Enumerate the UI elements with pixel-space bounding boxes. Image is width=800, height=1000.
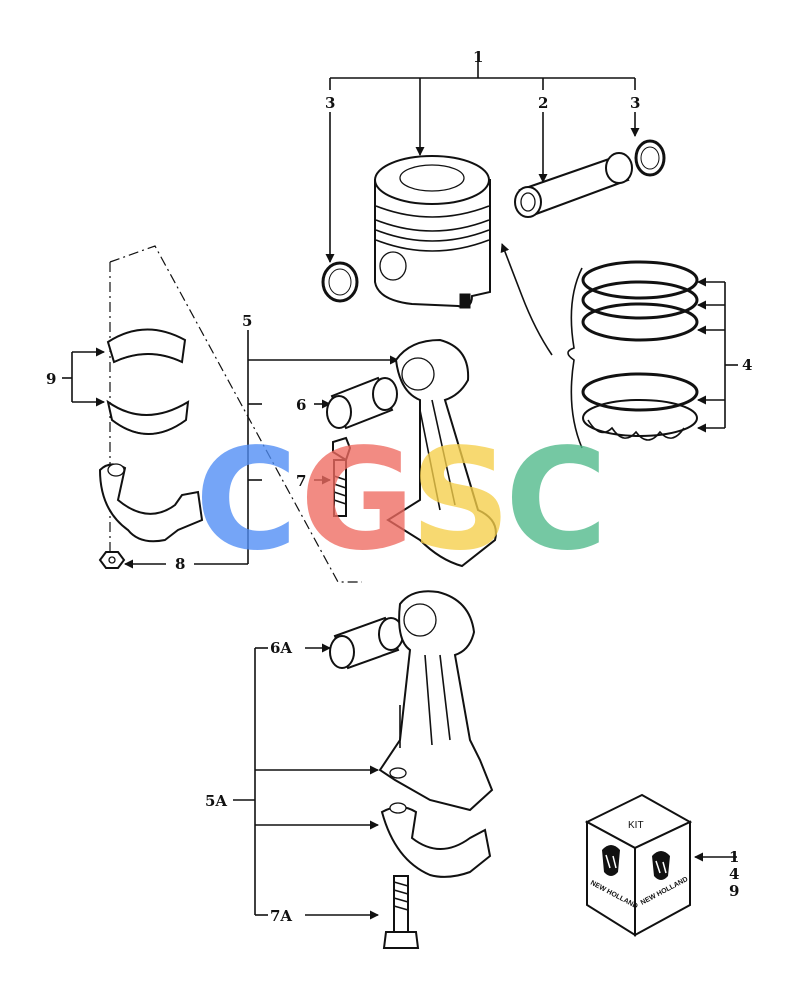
- callout-3-right: 3: [630, 94, 640, 112]
- kit-content-1: 1: [729, 848, 739, 866]
- callout-5a: 5A: [205, 792, 227, 810]
- watermark-letter-2: G: [300, 419, 415, 582]
- callout-9: 9: [46, 370, 56, 388]
- piston: [374, 155, 491, 309]
- callout-4: 4: [742, 356, 752, 374]
- cgsc-watermark: C G S C: [195, 419, 608, 582]
- callout-6a: 6A: [270, 639, 292, 657]
- kit-content-3: 9: [729, 882, 739, 900]
- conrod-group: [98, 330, 497, 569]
- watermark-letter-1: C: [195, 419, 298, 582]
- callout-7a: 7A: [270, 907, 292, 925]
- callout-7: 7: [296, 472, 306, 490]
- new-holland-logo-right: [652, 851, 670, 880]
- piston-group: [321, 62, 666, 309]
- kit-box: KIT NEW HOLLAND NEW HOLLAND: [584, 793, 737, 937]
- piston-pin: [514, 152, 633, 218]
- conrod-alt-group: [233, 590, 494, 949]
- callout-5: 5: [242, 312, 252, 330]
- callout-6: 6: [296, 396, 306, 414]
- watermark-letter-4: C: [505, 419, 608, 582]
- bearing-shells: [62, 328, 190, 435]
- circlip-right: [634, 139, 666, 177]
- callout-8: 8: [175, 555, 185, 573]
- circlip-left: [321, 261, 359, 303]
- new-holland-logo-left: [602, 845, 620, 876]
- callout-2: 2: [538, 94, 548, 112]
- piston-rings: [500, 243, 738, 449]
- callout-1: 1: [473, 48, 483, 66]
- kit-content-2: 4: [729, 865, 739, 883]
- watermark-letter-3: S: [410, 419, 511, 582]
- callout-3-left: 3: [325, 94, 335, 112]
- kit-label: KIT: [628, 820, 644, 831]
